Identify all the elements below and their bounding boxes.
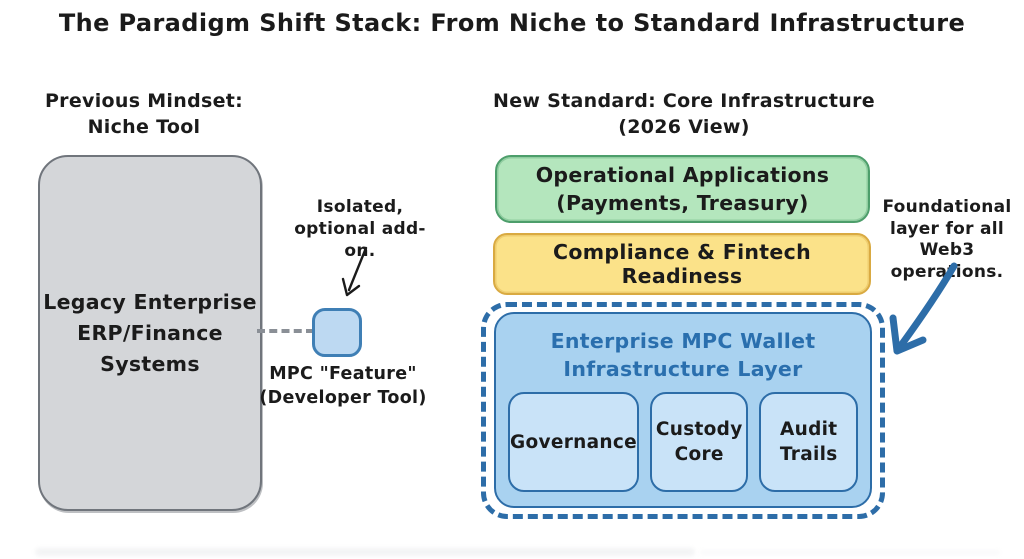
connector-dashed-line (257, 329, 314, 333)
operational-applications-label: Operational Applications (Payments, Trea… (535, 163, 830, 215)
mpc-feature-box (312, 308, 362, 357)
mpc-infrastructure-dashed-container: Enterprise MPC Wallet Infrastructure Lay… (481, 302, 885, 519)
legacy-systems-label: Legacy Enterprise ERP/Finance Systems (43, 289, 257, 376)
compliance-readiness-label: Compliance & Fintech Readiness (553, 240, 811, 288)
annotation-arrow-icon (341, 246, 368, 297)
foundational-arrow-icon (889, 262, 958, 355)
mpc-infrastructure-title: Enterprise MPC Wallet Infrastructure Lay… (550, 329, 816, 381)
watermark-smudge-light (700, 550, 1000, 555)
new-standard-heading: New Standard: Core Infrastructure (2026 … (493, 90, 875, 138)
module-governance-label: Governance (510, 431, 637, 453)
module-custody-core: Custody Core (649, 392, 749, 492)
compliance-readiness-box: Compliance & Fintech Readiness (493, 233, 871, 295)
legacy-systems-box: Legacy Enterprise ERP/Finance Systems (38, 155, 262, 511)
modules-row: Governance Custody Core Audit Trails (508, 392, 858, 492)
foundational-annotation: Foundational layer for all Web3 operatio… (882, 197, 1012, 282)
diagram-title: The Paradigm Shift Stack: From Niche to … (58, 9, 966, 37)
module-audit-trails-label: Audit Trails (779, 419, 838, 465)
isolated-addon-annotation: Isolated, optional add-on. (294, 197, 426, 261)
operational-applications-box: Operational Applications (Payments, Trea… (495, 155, 870, 223)
mpc-feature-label: MPC "Feature" (Developer Tool) (259, 364, 427, 408)
module-audit-trails: Audit Trails (759, 392, 858, 492)
previous-mindset-heading: Previous Mindset: Niche Tool (44, 90, 244, 138)
watermark-smudge (35, 548, 695, 556)
module-governance: Governance (508, 392, 639, 492)
module-custody-core-label: Custody Core (655, 419, 743, 465)
mpc-infrastructure-box: Enterprise MPC Wallet Infrastructure Lay… (494, 312, 872, 508)
